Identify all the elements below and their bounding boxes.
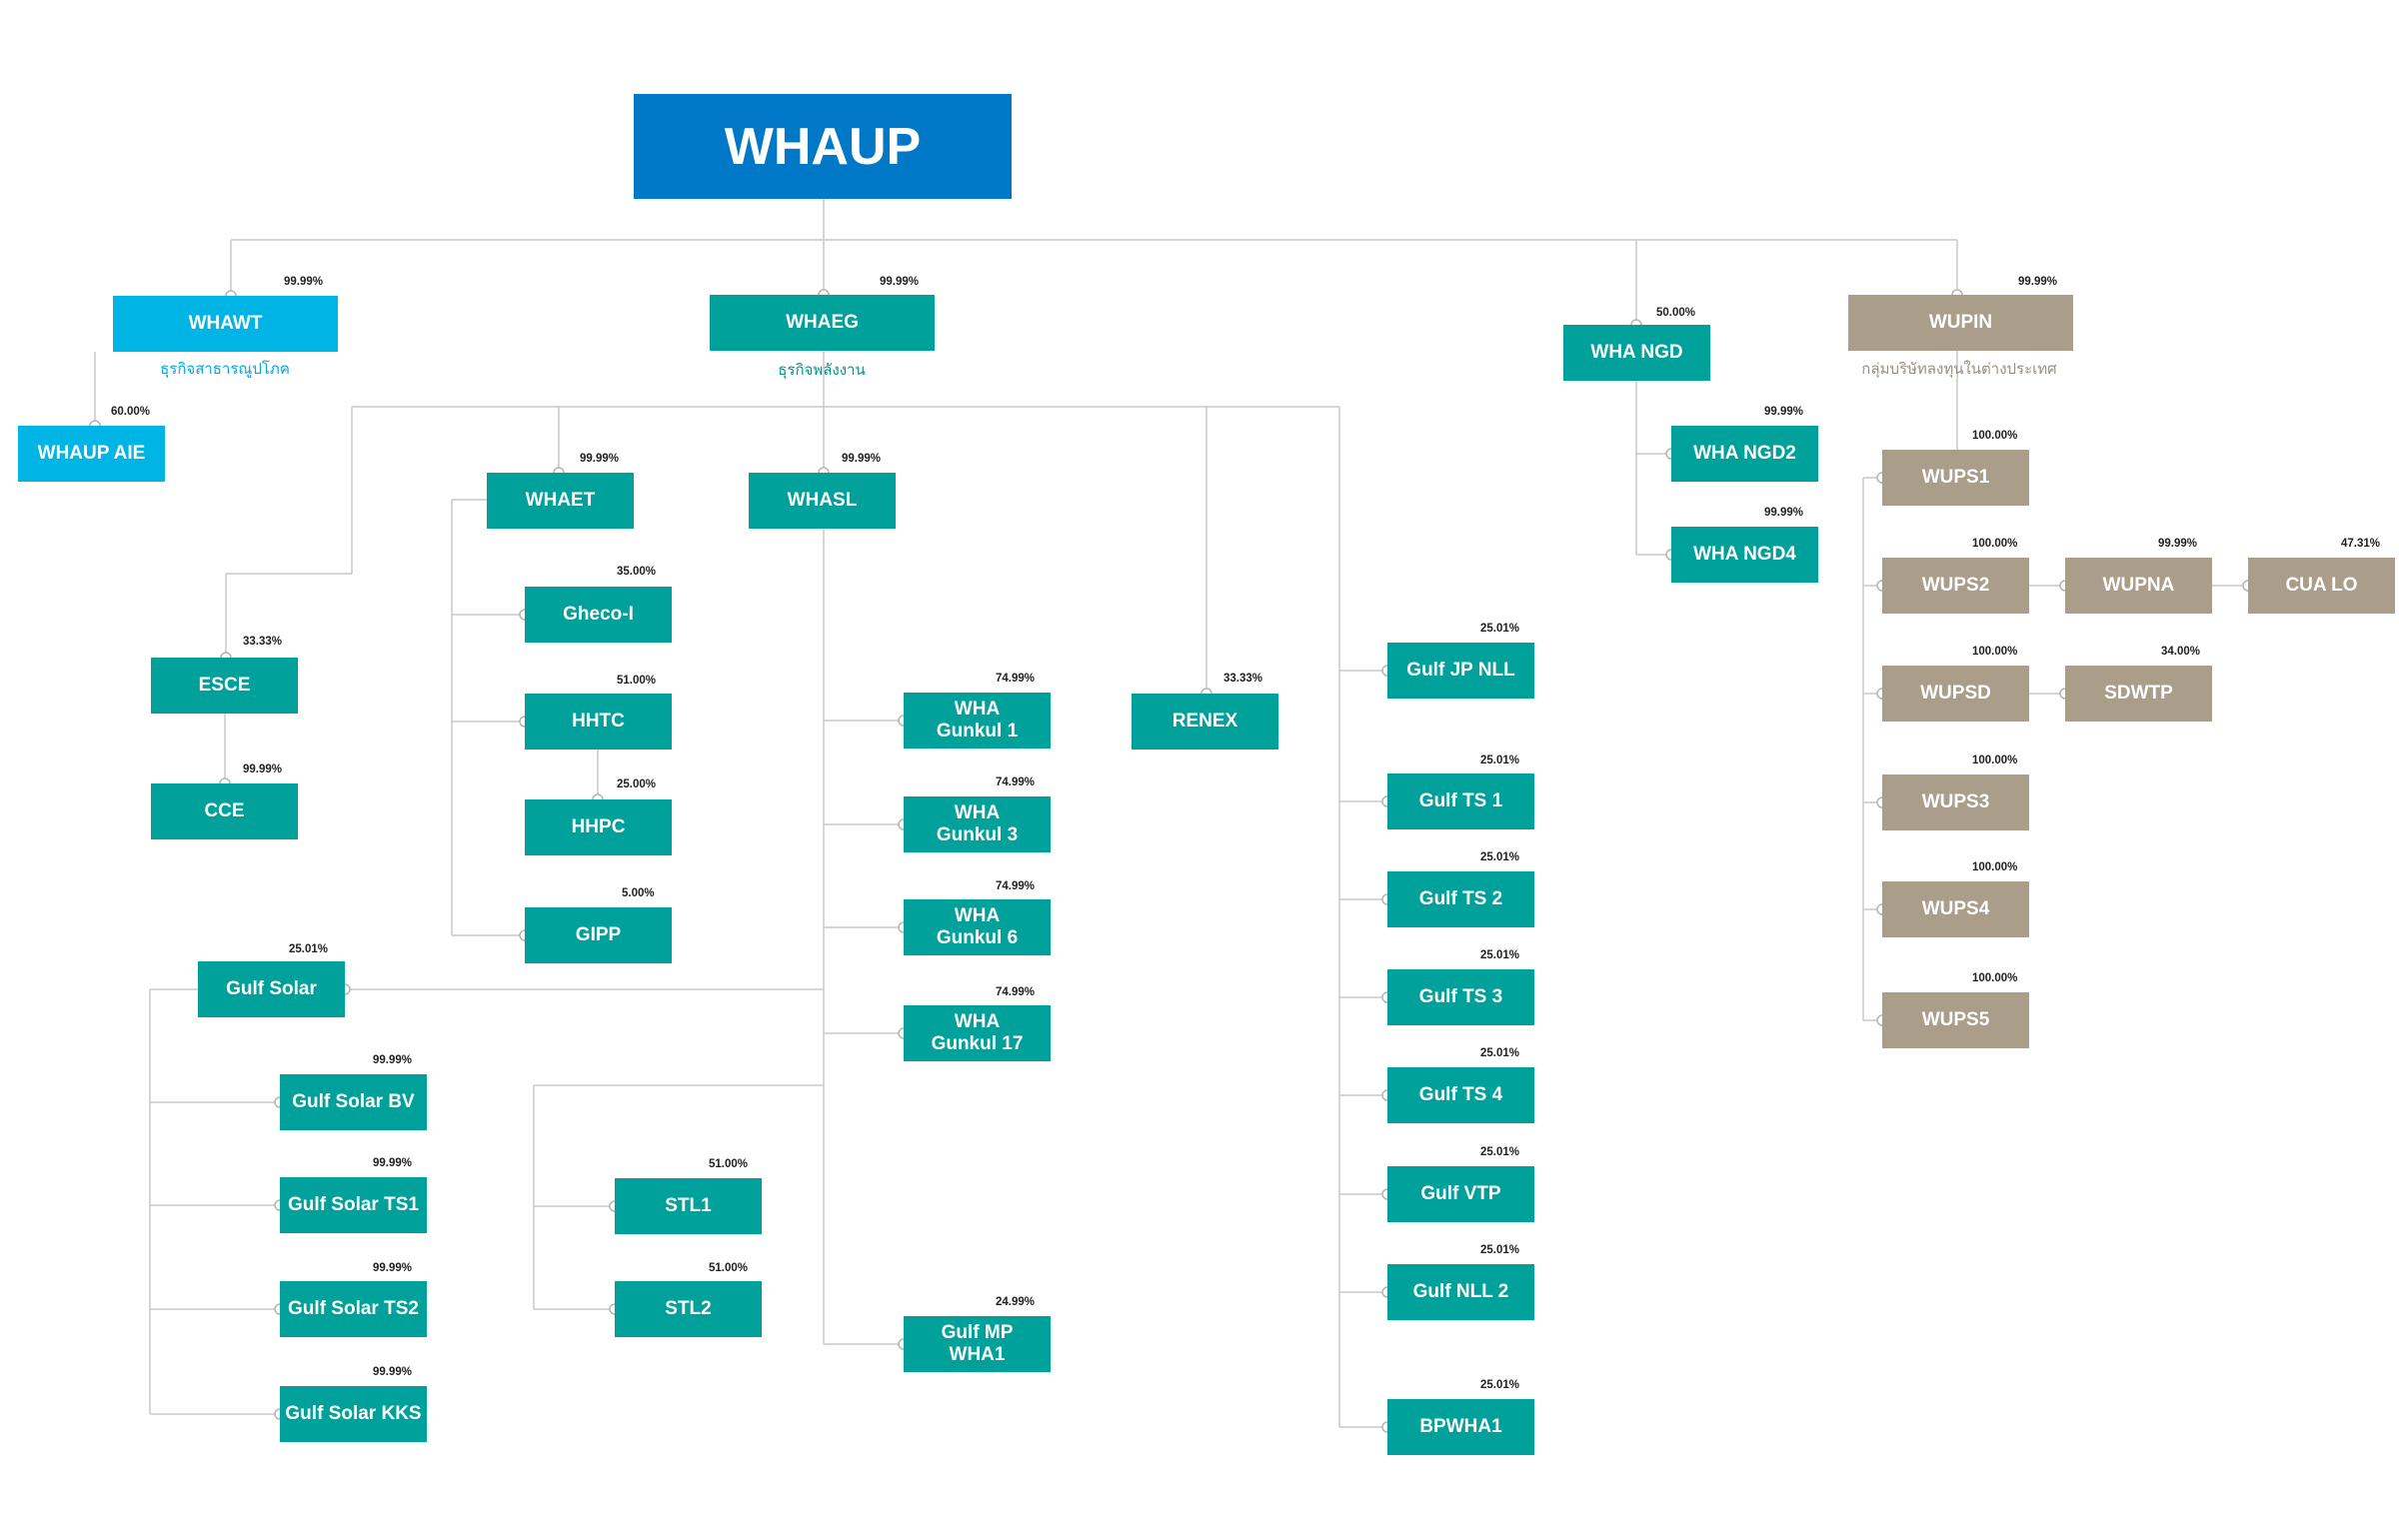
pct-wupin: 99.99%: [2018, 276, 2058, 288]
pct-wups4: 100.00%: [1972, 861, 2018, 873]
node-whaup-aie: WHAUP AIE: [18, 426, 165, 482]
caption-water: ธุรกิจสาธารณูปโภค: [160, 361, 290, 378]
pct-wha-ngd: 50.00%: [1656, 307, 1696, 319]
node-gulf-nll-2: Gulf NLL 2: [1387, 1264, 1534, 1320]
pct-sdwtp: 34.00%: [2161, 646, 2201, 658]
pct-gulf-ts-3: 25.01%: [1480, 949, 1520, 961]
node-wupsd: WUPSD: [1882, 666, 2029, 722]
pct-stl2: 51.00%: [709, 1262, 749, 1274]
node-cua-lo: CUA LO: [2248, 558, 2395, 614]
pct-wha-ngd2: 99.99%: [1764, 406, 1804, 418]
node-gulf-vtp: Gulf VTP: [1387, 1166, 1534, 1222]
pct-stl1: 51.00%: [709, 1158, 749, 1170]
pct-wha-gunkul-3: 74.99%: [996, 776, 1036, 788]
node-esce: ESCE: [151, 658, 298, 714]
pct-gulf-ts-2: 25.01%: [1480, 851, 1520, 863]
pct-gulf-jp-nll: 25.01%: [1480, 623, 1520, 635]
node-gulf-ts-3: Gulf TS 3: [1387, 969, 1534, 1025]
node-wha-gunkul-17: WHA Gunkul 17: [904, 1005, 1051, 1061]
node-gulf-solar: Gulf Solar: [198, 961, 345, 1017]
pct-whaeg: 99.99%: [880, 276, 920, 288]
pct-cce: 99.99%: [243, 764, 283, 775]
node-gulf-solar-kks: Gulf Solar KKS: [280, 1386, 427, 1442]
pct-gulf-vtp: 25.01%: [1480, 1146, 1520, 1158]
node-wha-ngd4: WHA NGD4: [1671, 527, 1818, 583]
node-wupin: WUPIN: [1848, 295, 2073, 351]
pct-gheco-i: 35.00%: [617, 566, 657, 578]
node-wha-ngd2: WHA NGD2: [1671, 426, 1818, 482]
pct-wha-gunkul-1: 74.99%: [996, 673, 1036, 685]
node-gipp: GIPP: [525, 907, 672, 963]
pct-whasl: 99.99%: [842, 453, 882, 465]
pct-gulf-solar-ts2: 99.99%: [373, 1262, 413, 1274]
node-wups2: WUPS2: [1882, 558, 2029, 614]
root-node-whaup: WHAUP: [634, 94, 1012, 199]
pct-hhtc: 51.00%: [617, 675, 657, 687]
node-gheco-i: Gheco-I: [525, 587, 672, 643]
pct-wupsd: 100.00%: [1972, 646, 2018, 658]
node-wha-gunkul-3: WHA Gunkul 3: [904, 796, 1051, 852]
node-gulf-solar-bv: Gulf Solar BV: [280, 1074, 427, 1130]
pct-cua-lo: 47.31%: [2341, 538, 2381, 550]
node-gulf-mp-wha1: Gulf MP WHA1: [904, 1316, 1051, 1372]
node-gulf-jp-nll: Gulf JP NLL: [1387, 643, 1534, 699]
pct-gulf-solar-ts1: 99.99%: [373, 1157, 413, 1169]
pct-wha-gunkul-6: 74.99%: [996, 880, 1036, 892]
pct-whawt: 99.99%: [284, 276, 324, 288]
node-bpwha1: BPWHA1: [1387, 1399, 1534, 1455]
pct-wha-gunkul-17: 74.99%: [996, 986, 1036, 998]
node-sdwtp: SDWTP: [2065, 666, 2212, 722]
caption-international: กลุ่มบริษัทลงทุนในต่างประเทศ: [1861, 361, 2057, 378]
pct-wha-ngd4: 99.99%: [1764, 507, 1804, 519]
node-whawt: WHAWT: [113, 296, 338, 352]
node-gulf-ts-4: Gulf TS 4: [1387, 1067, 1534, 1123]
node-stl1: STL1: [615, 1178, 762, 1234]
node-whaeg: WHAEG: [710, 295, 935, 351]
pct-gulf-solar: 25.01%: [289, 943, 329, 955]
pct-wups3: 100.00%: [1972, 755, 2018, 767]
node-gulf-solar-ts2: Gulf Solar TS2: [280, 1281, 427, 1337]
node-wups3: WUPS3: [1882, 774, 2029, 830]
node-stl2: STL2: [615, 1281, 762, 1337]
pct-whaup-aie: 60.00%: [111, 406, 151, 418]
pct-gulf-ts-4: 25.01%: [1480, 1047, 1520, 1059]
node-gulf-ts-1: Gulf TS 1: [1387, 773, 1534, 829]
pct-wups1: 100.00%: [1972, 430, 2018, 442]
node-gulf-ts-2: Gulf TS 2: [1387, 871, 1534, 927]
pct-gulf-solar-bv: 99.99%: [373, 1054, 413, 1066]
pct-gulf-nll-2: 25.01%: [1480, 1244, 1520, 1256]
pct-wupna: 99.99%: [2158, 538, 2198, 550]
node-wha-gunkul-1: WHA Gunkul 1: [904, 693, 1051, 749]
node-wupna: WUPNA: [2065, 558, 2212, 614]
pct-hhpc: 25.00%: [617, 778, 657, 790]
pct-renex: 33.33%: [1223, 673, 1263, 685]
pct-gulf-solar-kks: 99.99%: [373, 1366, 413, 1378]
node-wups1: WUPS1: [1882, 450, 2029, 506]
caption-energy: ธุรกิจพลังงาน: [778, 362, 866, 379]
node-cce: CCE: [151, 783, 298, 839]
node-gulf-solar-ts1: Gulf Solar TS1: [280, 1177, 427, 1233]
node-wups5: WUPS5: [1882, 992, 2029, 1048]
pct-gulf-ts-1: 25.01%: [1480, 755, 1520, 767]
node-wha-gunkul-6: WHA Gunkul 6: [904, 899, 1051, 955]
pct-esce: 33.33%: [243, 636, 283, 648]
pct-wups2: 100.00%: [1972, 538, 2018, 550]
node-hhpc: HHPC: [525, 799, 672, 855]
pct-whaet: 99.99%: [580, 453, 620, 465]
pct-gulf-mp-wha1: 24.99%: [996, 1296, 1036, 1308]
node-wha-ngd: WHA NGD: [1563, 325, 1710, 381]
node-renex: RENEX: [1132, 694, 1278, 750]
pct-bpwha1: 25.01%: [1480, 1379, 1520, 1391]
pct-gipp: 5.00%: [622, 887, 655, 899]
node-whaet: WHAET: [487, 473, 634, 529]
node-hhtc: HHTC: [525, 694, 672, 750]
pct-wups5: 100.00%: [1972, 972, 2018, 984]
node-whasl: WHASL: [749, 473, 896, 529]
node-wups4: WUPS4: [1882, 881, 2029, 937]
